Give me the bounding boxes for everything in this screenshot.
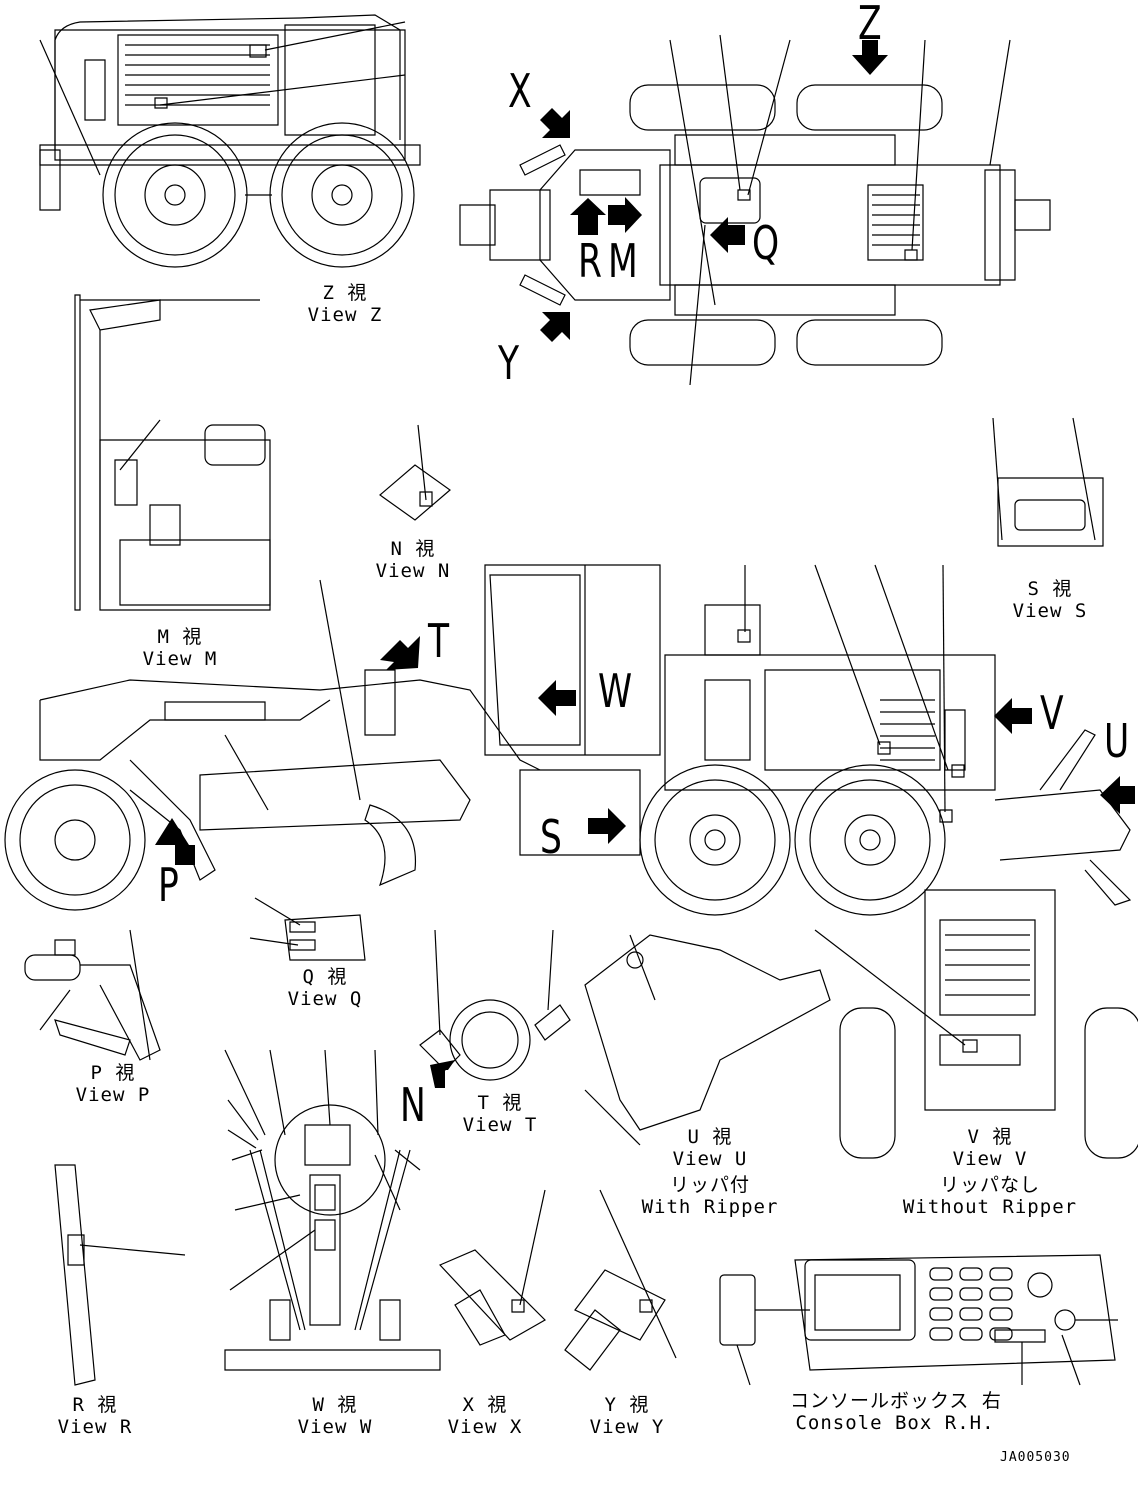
view-v-label-sub-jp: リッパなし: [939, 1174, 1040, 1196]
view-r-label: R 視 View R: [40, 1394, 150, 1438]
view-u-label: U 視 View U リッパ付 With Ripper: [630, 1126, 790, 1218]
view-u-label-en: View U: [672, 1148, 748, 1170]
view-s-label: S 視 View S: [995, 578, 1105, 622]
view-s-illustration: [993, 418, 1103, 546]
view-t-label-en: View T: [462, 1114, 538, 1136]
view-p-illustration: [25, 930, 160, 1060]
view-r-illustration: [55, 1165, 185, 1385]
callout-s: S: [540, 810, 562, 864]
view-y-illustration: [565, 1190, 676, 1370]
view-p-label-en: View P: [75, 1084, 151, 1106]
view-m-label-jp: M 視: [157, 626, 203, 648]
callout-y: Y: [498, 336, 520, 390]
callout-r: R: [578, 234, 602, 288]
view-p-label: P 視 View P: [58, 1062, 168, 1106]
callout-v: V: [1040, 686, 1064, 740]
view-y-label: Y 視 View Y: [572, 1394, 682, 1438]
view-u-label-sub-jp: リッパ付: [669, 1174, 750, 1196]
view-t-label-jp: T 視: [477, 1092, 523, 1114]
view-m-illustration: [75, 295, 270, 610]
view-n-label-en: View N: [375, 560, 451, 582]
view-z-illustration: [40, 15, 420, 267]
callout-m: M: [608, 234, 638, 288]
callout-u: U: [1104, 714, 1130, 768]
callout-w: W: [598, 664, 633, 718]
view-s-label-jp: S 視: [1027, 578, 1073, 600]
view-w-label: W 視 View W: [280, 1394, 390, 1438]
console-box-label-en: Console Box R.H.: [795, 1412, 995, 1434]
view-m-label: M 視 View M: [125, 626, 235, 670]
callout-p: P: [158, 858, 179, 912]
callout-x: X: [508, 64, 532, 118]
view-v-label: V 視 View V リッパなし Without Ripper: [895, 1126, 1085, 1218]
view-v-label-en: View V: [952, 1148, 1028, 1170]
view-z-label-en: View Z: [307, 304, 383, 326]
view-q-label: Q 視 View Q: [270, 966, 380, 1010]
view-s-label-en: View S: [1012, 600, 1088, 622]
plan-view-illustration: [460, 35, 1050, 385]
view-x-label-en: View X: [447, 1416, 523, 1438]
view-q-illustration: [250, 898, 365, 960]
view-m-label-en: View M: [142, 648, 218, 670]
callout-q: Q: [752, 216, 780, 270]
console-box-illustration: [720, 1255, 1118, 1385]
view-q-label-en: View Q: [287, 988, 363, 1010]
console-box-label-jp: コンソールボックス 右: [790, 1390, 1002, 1412]
console-box-label: コンソールボックス 右 Console Box R.H.: [790, 1390, 1002, 1434]
view-y-label-en: View Y: [589, 1416, 665, 1438]
view-t-illustration: [420, 930, 570, 1088]
view-v-illustration: [815, 890, 1138, 1158]
view-v-label-sub-en: Without Ripper: [902, 1196, 1078, 1218]
view-z-label-jp: Z 視: [322, 282, 368, 304]
view-x-illustration: [440, 1190, 545, 1345]
callout-z: Z: [858, 0, 882, 50]
view-u-label-jp: U 視: [687, 1126, 733, 1148]
view-r-label-jp: R 視: [72, 1394, 118, 1416]
callout-n: N: [400, 1078, 426, 1132]
view-q-label-jp: Q 視: [302, 966, 348, 988]
view-x-label-jp: X 視: [462, 1394, 508, 1416]
view-n-label-jp: N 視: [390, 538, 436, 560]
view-t-label: T 視 View T: [445, 1092, 555, 1136]
view-w-label-jp: W 視: [312, 1394, 358, 1416]
view-w-illustration: [225, 1050, 440, 1370]
view-u-label-sub-en: With Ripper: [641, 1196, 779, 1218]
view-x-label: X 視 View X: [430, 1394, 540, 1438]
view-w-label-en: View W: [297, 1416, 373, 1438]
view-n-label: N 視 View N: [358, 538, 468, 582]
callout-t: T: [428, 614, 450, 668]
view-p-label-jp: P 視: [90, 1062, 136, 1084]
view-z-label: Z 視 View Z: [290, 282, 400, 326]
view-y-label-jp: Y 視: [604, 1394, 650, 1416]
view-n-illustration: [380, 425, 450, 520]
view-u-illustration: [585, 935, 830, 1145]
view-v-label-jp: V 視: [967, 1126, 1013, 1148]
drawing-code: JA005030: [1000, 1450, 1071, 1465]
view-r-label-en: View R: [57, 1416, 133, 1438]
main-side-view-illustration: [5, 565, 1135, 915]
